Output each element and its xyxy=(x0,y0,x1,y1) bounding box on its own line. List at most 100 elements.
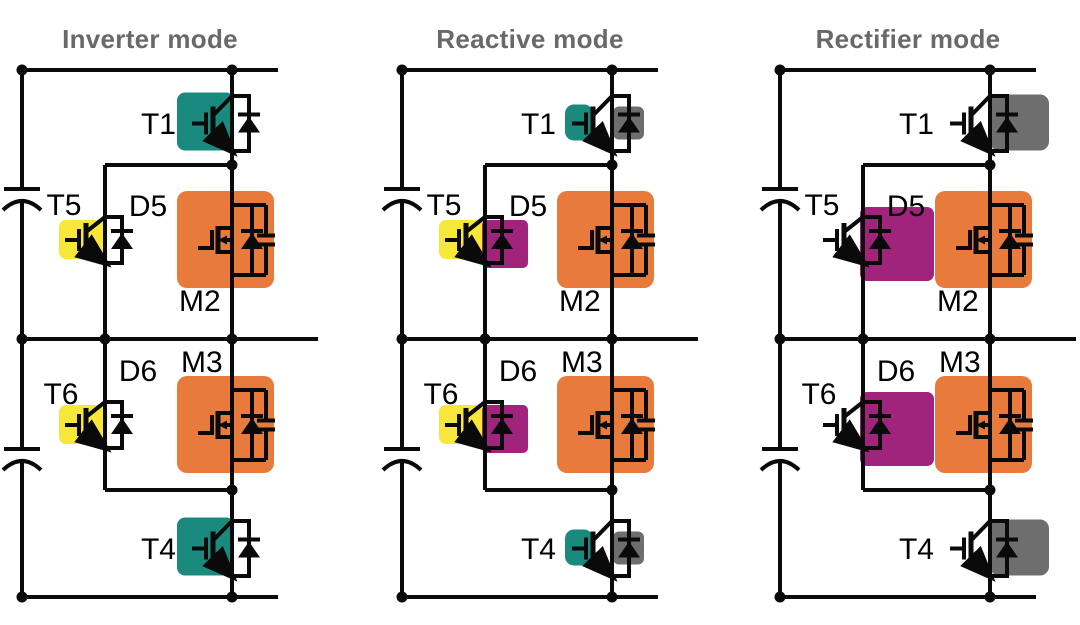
t4-igbt-collector xyxy=(591,519,614,542)
m3-mosfet-cap-plates xyxy=(1015,418,1033,432)
label-t5: T5 xyxy=(426,189,461,222)
d5-diode-triangle xyxy=(111,233,133,249)
t4-igbt-collector xyxy=(211,519,234,542)
junction-dot xyxy=(606,159,618,171)
panel-title-inverter: Inverter mode xyxy=(62,24,238,54)
label-t4: T4 xyxy=(899,533,934,566)
m2-mosfet-gate xyxy=(578,230,594,250)
panel-title-reactive: Reactive mode xyxy=(436,24,624,54)
d6-diode-triangle xyxy=(491,418,513,434)
wire-layer xyxy=(381,68,698,599)
m3-mosfet-gate xyxy=(198,415,214,435)
d1-highlight-gray xyxy=(990,94,1049,151)
d5-diode-triangle xyxy=(869,233,891,249)
junction-dot xyxy=(226,484,238,496)
d6-diode-triangle xyxy=(111,418,133,434)
t1-igbt-emitter-arrow xyxy=(582,120,618,157)
highlight-layer-reactive xyxy=(439,104,654,566)
t5-igbt-collector xyxy=(842,215,865,234)
t1-igbt-collector xyxy=(211,94,234,117)
junction-dot xyxy=(226,64,238,76)
wire-layer xyxy=(1,68,318,599)
m3-mosfet-cap-plates xyxy=(637,418,655,432)
label-t1: T1 xyxy=(141,108,176,141)
label-t4: T4 xyxy=(141,533,176,566)
d4-diode-triangle xyxy=(996,541,1018,558)
junction-dot xyxy=(984,64,996,76)
t1-igbt-collector xyxy=(591,94,614,117)
t6-igbt-collector xyxy=(842,400,865,419)
junction-dot xyxy=(984,333,996,345)
t6-igbt-collector xyxy=(84,400,107,419)
m2-mosfet-gate xyxy=(956,230,972,250)
label-t6: T6 xyxy=(423,378,458,411)
t5-igbt-emitter-arrow xyxy=(74,234,112,268)
t4-igbt-emitter-arrow xyxy=(202,545,238,582)
t5-igbt-emitter-arrow xyxy=(832,234,870,268)
label-m3: M3 xyxy=(181,346,223,379)
junction-dot xyxy=(606,64,618,76)
label-d6: D6 xyxy=(119,355,157,388)
dc-capacitor-upper-curved-plate xyxy=(381,199,423,212)
device-layer xyxy=(445,94,655,582)
device-layer xyxy=(823,94,1033,582)
junction-dot xyxy=(774,64,786,76)
node-layer xyxy=(396,64,618,603)
junction-dot xyxy=(774,591,786,603)
junction-dot xyxy=(774,333,786,345)
m2-mosfet-cap-plates xyxy=(257,233,275,247)
junction-dot xyxy=(396,64,408,76)
d4-diode-triangle xyxy=(618,541,640,558)
t6-igbt-emitter-arrow xyxy=(454,419,492,453)
d4-highlight-gray xyxy=(990,519,1049,576)
label-t4: T4 xyxy=(521,533,556,566)
m2-mosfet-body-arrow xyxy=(976,235,985,245)
label-m2: M2 xyxy=(559,285,601,318)
label-m3: M3 xyxy=(561,346,603,379)
t6-igbt-collector xyxy=(464,400,487,419)
label-d5: D5 xyxy=(129,190,167,223)
junction-dot xyxy=(984,159,996,171)
label-d5: D5 xyxy=(509,190,547,223)
m2-mosfet-body-arrow xyxy=(598,235,607,245)
dc-capacitor-upper-curved-plate xyxy=(759,199,801,212)
d6-diode-triangle xyxy=(869,418,891,434)
junction-dot xyxy=(99,333,111,345)
device-layer xyxy=(65,94,275,582)
t6-igbt-emitter-arrow xyxy=(74,419,112,453)
label-m2: M2 xyxy=(179,285,221,318)
d5-diode-triangle xyxy=(491,233,513,249)
junction-dot xyxy=(606,484,618,496)
junction-dot xyxy=(226,333,238,345)
label-t6: T6 xyxy=(43,378,78,411)
label-m3: M3 xyxy=(939,346,981,379)
d1-diode-triangle xyxy=(996,116,1018,133)
junction-dot xyxy=(857,333,869,345)
panel-title-rectifier: Rectifier mode xyxy=(815,24,1001,54)
junction-dot xyxy=(396,333,408,345)
t6-igbt-emitter-arrow xyxy=(832,419,870,453)
m3-mosfet-body-arrow xyxy=(598,420,607,430)
dc-capacitor-lower-curved-plate xyxy=(1,459,43,472)
t4-igbt-collector xyxy=(969,519,992,542)
m2-mosfet-body-arrow xyxy=(218,235,227,245)
junction-dot xyxy=(984,591,996,603)
t5-igbt-emitter-arrow xyxy=(454,234,492,268)
junction-dot xyxy=(606,591,618,603)
junction-dot xyxy=(226,591,238,603)
junction-dot xyxy=(606,333,618,345)
t1-igbt-emitter-arrow xyxy=(960,120,996,157)
m3-mosfet-body-arrow xyxy=(976,420,985,430)
node-layer xyxy=(774,64,996,603)
junction-dot xyxy=(396,591,408,603)
t1-igbt-collector xyxy=(969,94,992,117)
m3-mosfet-gate xyxy=(956,415,972,435)
junction-dot xyxy=(984,484,996,496)
dc-capacitor-upper-curved-plate xyxy=(1,199,43,212)
junction-dot xyxy=(16,64,28,76)
dc-capacitor-lower-curved-plate xyxy=(381,459,423,472)
d1-diode-triangle xyxy=(618,116,640,133)
